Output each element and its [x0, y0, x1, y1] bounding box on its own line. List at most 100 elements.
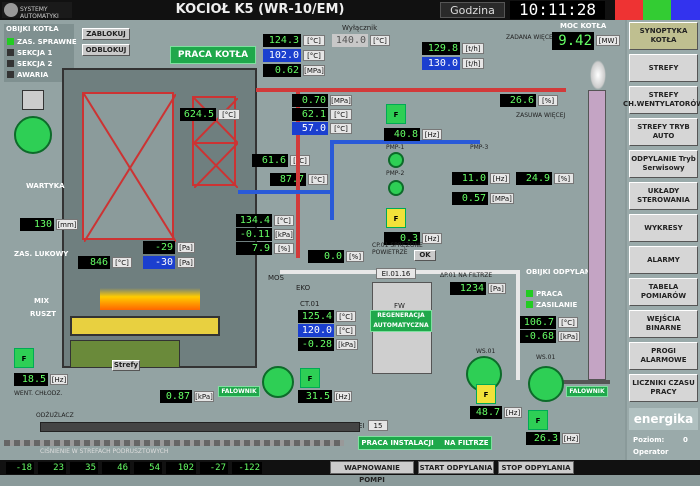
- pmp-1-label: PMP-1: [386, 144, 405, 151]
- logo-icon: [4, 3, 18, 17]
- status-item-4: AWARIA: [17, 71, 49, 79]
- wartyka-label: WARTYKA: [26, 182, 65, 190]
- ff-box-mid[interactable]: F: [300, 368, 320, 388]
- pump-1-icon[interactable]: [388, 152, 404, 168]
- ct-2-value: 120.0: [298, 324, 334, 337]
- sidebar-item-strefy[interactable]: STREFY: [629, 54, 698, 82]
- sidebar-item-strefy-went[interactable]: STREFY CH.WENTYLATORÓW: [623, 86, 700, 114]
- ct-3-unit: [kPa]: [336, 339, 358, 350]
- top-value-1: 124.3: [263, 34, 301, 47]
- praca-kotla-button[interactable]: PRACA KOTŁA: [170, 46, 256, 64]
- flue-temp-value: 624.5: [180, 108, 216, 121]
- zone-value-6: 102: [166, 462, 196, 474]
- flow-1-unit: [t/h]: [462, 43, 484, 54]
- sidebar: SYNOPTYKA KOTŁA STREFY STREFY CH.WENTYLA…: [623, 20, 700, 460]
- filter-fan-2-icon[interactable]: [528, 366, 564, 402]
- zero-value: 0.0: [308, 250, 344, 263]
- fw-label: FW: [394, 302, 405, 310]
- sidebar-item-alarmy[interactable]: ALARMY: [629, 246, 698, 274]
- zone-value-8: -122: [232, 462, 262, 474]
- right-v2: 11.0: [452, 172, 488, 185]
- odzuzlacz-label: ODŻUŻLACZ: [36, 412, 74, 419]
- hz-18-unit: [Hz]: [50, 374, 68, 385]
- pump-2-icon[interactable]: [388, 180, 404, 196]
- praca-instalacji-button[interactable]: PRACA INSTALACJI NA FILTRZE: [358, 436, 492, 450]
- ff-box-2[interactable]: F: [386, 208, 406, 228]
- moc-value: 9.42: [552, 32, 594, 50]
- sidebar-item-progi[interactable]: PROGI ALARMOWE: [629, 342, 698, 370]
- ff-box-far-right[interactable]: F: [528, 410, 548, 430]
- stack-duct: [560, 380, 610, 384]
- grate: [70, 316, 220, 336]
- ws-label: WS.01: [476, 348, 496, 355]
- odpylanie-title: OBIJKI ODPYLANIA: [526, 268, 599, 276]
- operator-label: Operator: [633, 448, 669, 456]
- odblokuj-button[interactable]: ODBLOKUJ: [82, 44, 130, 56]
- hz-263-value: 26.3: [526, 432, 560, 445]
- zas-lukowy-label: ZAS. LUKOWY: [14, 250, 69, 258]
- start-odpylania-button[interactable]: START ODPYLANIA: [418, 461, 494, 474]
- ok-button[interactable]: OK: [414, 250, 436, 261]
- zone-caption: CIŚNIENIE W STREFACH PODRUSZTOWYCH: [40, 448, 169, 455]
- sidebar-item-liczniki[interactable]: LICZNIKI CZASU PRACY: [629, 374, 698, 402]
- poziom-label: Poziom:: [633, 436, 665, 444]
- zero-unit: [%]: [346, 251, 364, 262]
- top-bar: SYSTEMY AUTOMATYKI KOCIOŁ K5 (WR-10/EM) …: [0, 0, 700, 20]
- top-value-3: 0.62: [263, 64, 301, 77]
- status-ind-4: [7, 71, 14, 78]
- wartyka-value: 130: [20, 218, 54, 231]
- brand-logo: energika: [629, 408, 698, 430]
- z1-value: 134.4: [236, 214, 272, 227]
- hz-315-value: 31.5: [298, 390, 332, 403]
- dp-label: ΔP.01 NA FILTRZE: [440, 272, 493, 279]
- regeneracja-button[interactable]: REGENERACJA AUTOMATYCZNA: [370, 310, 432, 332]
- supply-pipe-vertical: [296, 88, 300, 258]
- zablokuj-button[interactable]: ZABLOKUJ: [82, 28, 130, 40]
- zadana-label: ZADANA WIĘCEJ: [506, 34, 555, 41]
- sidebar-item-synoptyka[interactable]: SYNOPTYKA KOTŁA: [629, 22, 698, 50]
- sidebar-item-wykresy[interactable]: WYKRESY: [629, 214, 698, 242]
- pump-hz-value: 40.8: [384, 128, 420, 141]
- ruszt-label: RUSZT: [30, 310, 56, 318]
- logo-text: SYSTEMY AUTOMATYKI: [20, 6, 59, 20]
- chain-belt: [4, 440, 344, 446]
- ff-box-left[interactable]: F: [14, 348, 34, 368]
- wapnowanie-button[interactable]: WAPNOWANIE POMPI: [330, 461, 414, 484]
- kpa-087-value: 0.87: [160, 390, 192, 403]
- flue-temp-unit: [°C]: [218, 109, 240, 120]
- motor-m-icon[interactable]: [22, 90, 44, 110]
- praca-instalacji-label: PRACA INSTALACJI: [361, 439, 434, 447]
- strefy-button[interactable]: Strefy: [112, 360, 140, 371]
- sidebar-item-wejscia[interactable]: WEJŚCIA BINARNE: [629, 310, 698, 338]
- temp-61-value: 61.6: [252, 154, 288, 167]
- stop-odpylania-button[interactable]: STOP ODPYLANIA: [498, 461, 574, 474]
- brand-icon: [615, 0, 700, 20]
- pressure-1-unit: [Pa]: [177, 242, 195, 253]
- temp-87-value: 87.7: [270, 173, 306, 186]
- zone-value-5: 54: [134, 462, 162, 474]
- falownik-button-2[interactable]: FALOWNIK: [566, 386, 608, 397]
- ff-box-right[interactable]: F: [476, 384, 496, 404]
- return-pipe-vertical: [330, 140, 334, 220]
- clock-display: 10:11:28: [510, 1, 605, 19]
- ct-1-value: 125.4: [298, 310, 334, 323]
- sidebar-item-strefy-auto[interactable]: STREFY TRYB AUTO: [629, 118, 698, 146]
- pump-p3-unit: [°C]: [330, 123, 352, 134]
- sidebar-item-tabela[interactable]: TABELA POMIARÓW: [629, 278, 698, 306]
- status-item-1: ZAS. SPRAWNE: [17, 38, 77, 46]
- left-fan-icon[interactable]: [14, 116, 52, 154]
- flow-2-unit: [t/h]: [462, 58, 484, 69]
- pressure-1-value: -29: [143, 241, 175, 254]
- bottom-fan-icon[interactable]: [262, 366, 294, 398]
- ff-box-1[interactable]: F: [386, 104, 406, 124]
- right-u4: [MPa]: [490, 193, 514, 204]
- return-pipe: [330, 140, 480, 144]
- company-logo: SYSTEMY AUTOMATYKI: [2, 2, 72, 20]
- zone-value-3: 35: [70, 462, 98, 474]
- falownik-button[interactable]: FALOWNIK: [218, 386, 260, 397]
- sidebar-item-odpylanie[interactable]: ODPYLANIE Tryb Serwisowy: [629, 150, 698, 178]
- right-u3: [%]: [554, 173, 574, 184]
- ct-2-unit: [°C]: [336, 325, 356, 336]
- sidebar-item-uklady[interactable]: UKŁADY STEROWANIA: [629, 182, 698, 210]
- pmp-3-label: PMP-3: [470, 144, 489, 151]
